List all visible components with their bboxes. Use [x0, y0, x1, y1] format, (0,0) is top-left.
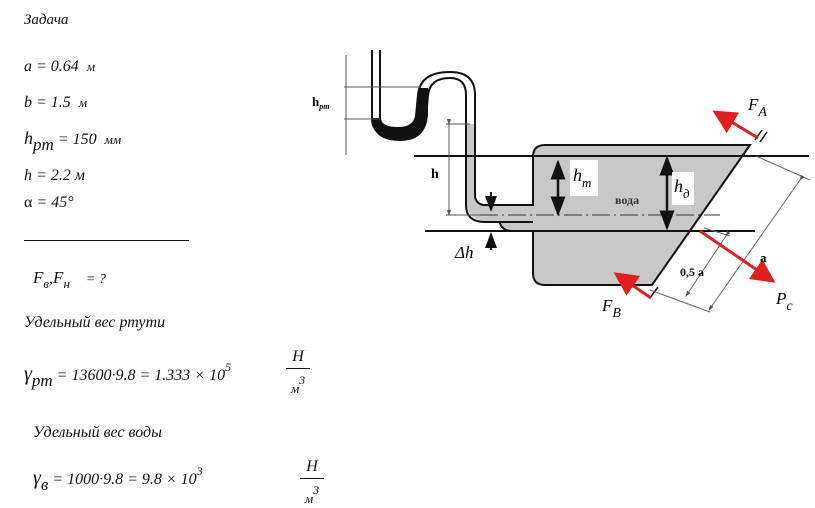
unit-base: м — [290, 381, 300, 396]
unit-base: м — [304, 491, 314, 506]
manometer-pipe-water — [466, 124, 533, 222]
unit-denominator: м3 — [300, 479, 324, 508]
given-h: h = 2.2 м — [24, 167, 85, 185]
symbol: F — [33, 268, 44, 287]
separator: , — [49, 270, 54, 287]
value: 1.5 — [50, 94, 71, 111]
hpm-dimension — [344, 55, 420, 155]
hd-label-box — [672, 172, 694, 205]
a-dimension — [649, 155, 811, 313]
water-formula: γв = 1000·9.8 = 9.8 × 103 — [33, 464, 203, 495]
given-hpm: hpm = 150 мм — [24, 128, 121, 155]
unit-exponent: 3 — [299, 373, 306, 387]
h-dimension — [446, 119, 480, 216]
water-label: вода — [615, 193, 639, 207]
unit: мм — [104, 132, 122, 147]
mercury-label: Удельный вес ртути — [24, 314, 166, 331]
pc-label: Pc — [775, 289, 793, 314]
hm-label: hm — [573, 165, 591, 190]
find-expression: Fв,Fн = ? — [33, 268, 106, 292]
unit: м — [86, 59, 96, 74]
force-fa-arrow — [712, 110, 759, 140]
hm-label-box — [570, 160, 598, 196]
water-unit: Н м3 — [300, 458, 324, 508]
equals: = — [36, 194, 48, 211]
given-b: b = 1.5 м — [24, 94, 87, 112]
mercury-unit: Н м3 — [286, 348, 310, 398]
mercury-formula: γpm = 13600·9.8 = 1.333 × 105 — [24, 360, 231, 391]
h-label: h — [431, 167, 439, 182]
unit-denominator: м3 — [286, 369, 310, 398]
expression: = 13600·9.8 = 1.333 × 10 — [56, 367, 226, 384]
symbol: F — [53, 268, 64, 287]
fb-label: FB — [601, 296, 621, 321]
unit-numerator: Н — [300, 458, 324, 479]
value: 150 — [72, 131, 97, 148]
exponent: 5 — [225, 360, 232, 374]
a-label: a — [760, 250, 767, 265]
equals: = — [36, 167, 47, 184]
force-pc-arrow — [699, 229, 776, 283]
symbol: γ — [33, 467, 41, 489]
symbol: h — [24, 128, 33, 148]
subscript: н — [63, 276, 70, 291]
mercury-column — [372, 88, 428, 141]
symbol: h — [24, 167, 32, 184]
value: 2.2 — [50, 167, 71, 184]
divider — [24, 240, 189, 241]
value: 45° — [51, 194, 74, 211]
expression: = 1000·9.8 = 9.8 × 10 — [52, 471, 197, 488]
subscript: pm — [33, 135, 54, 154]
value: 0.64 — [50, 58, 79, 75]
unit-numerator: Н — [286, 348, 310, 369]
force-fb-arrow — [613, 272, 652, 300]
subscript: pm — [31, 371, 53, 390]
fa-label: FA — [747, 95, 767, 120]
question: = ? — [85, 272, 106, 287]
hd-label: hд — [674, 176, 690, 201]
subscript: в — [43, 276, 50, 291]
half-a-label: 0,5 a — [680, 265, 704, 279]
hpm-label: hpm — [312, 94, 329, 111]
unit-exponent: 3 — [313, 483, 320, 497]
equals: = — [36, 94, 47, 111]
water-label: Удельный вес воды — [33, 424, 162, 441]
unit: м — [74, 167, 86, 184]
subscript: в — [40, 475, 49, 494]
given-alpha: α = 45° — [24, 194, 74, 212]
delta-h-label: Δh — [454, 243, 473, 262]
symbol: α — [24, 194, 33, 211]
equals: = — [36, 58, 47, 75]
symbol: b — [24, 94, 32, 111]
equals: = — [57, 131, 69, 148]
symbol: a — [24, 58, 32, 75]
given-a: a = 0.64 м — [24, 58, 95, 76]
task-title: Задача — [24, 12, 69, 28]
unit: м — [78, 95, 88, 110]
manometer-pipe — [465, 95, 533, 223]
symbol: γ — [24, 363, 32, 385]
exponent: 3 — [196, 464, 203, 478]
